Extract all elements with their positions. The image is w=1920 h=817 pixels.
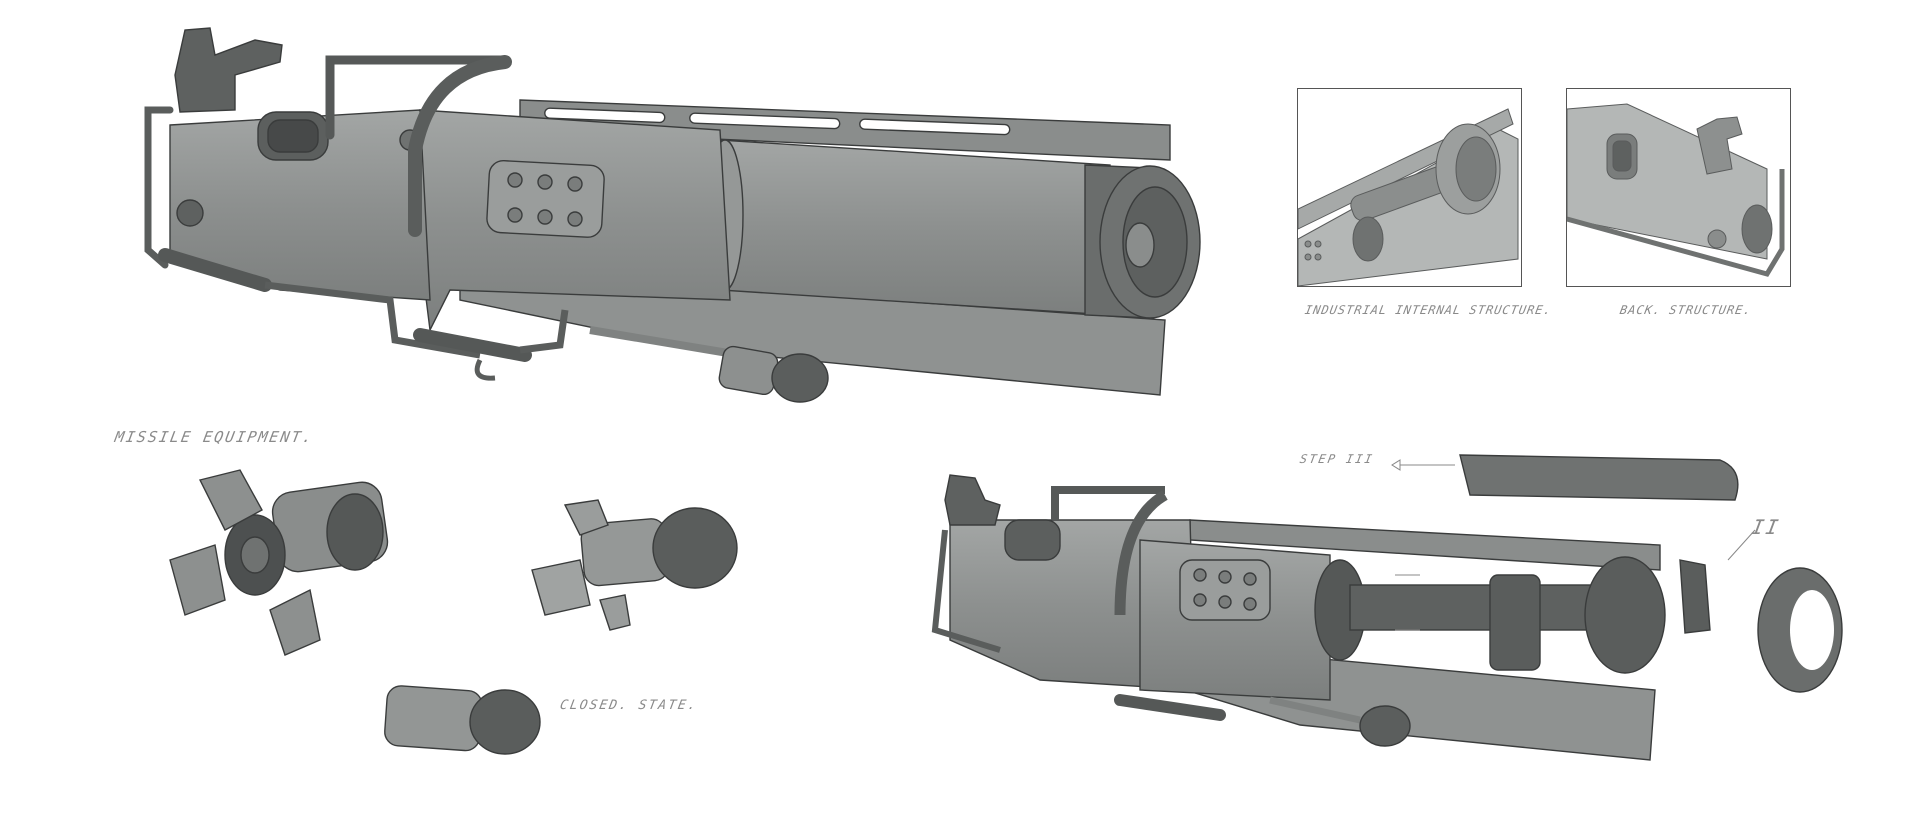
- internal-structure-illustration: [1298, 108, 1519, 286]
- label-back-structure: BACK. STRUCTURE.: [1618, 303, 1753, 317]
- thumbnail-internal-structure: [1297, 88, 1522, 287]
- back-structure-illustration: [1567, 103, 1785, 277]
- missile-half-open: [531, 499, 738, 631]
- exploded-launcher: [931, 454, 1843, 761]
- label-closed-state: CLOSED. STATE.: [558, 698, 699, 713]
- missile-closed: [384, 685, 541, 755]
- label-industrial-internal-structure: INDUSTRIAL INTERNAL STRUCTURE.: [1303, 303, 1553, 317]
- main-launcher: [144, 27, 1201, 403]
- label-missile-equipment: MISSILE EQUIPMENT.: [113, 428, 316, 446]
- label-part-ii: II: [1749, 515, 1783, 539]
- thumbnail-back-structure: [1566, 88, 1791, 287]
- label-step-iii: STEP III: [1298, 452, 1376, 466]
- missile-open: [169, 469, 389, 656]
